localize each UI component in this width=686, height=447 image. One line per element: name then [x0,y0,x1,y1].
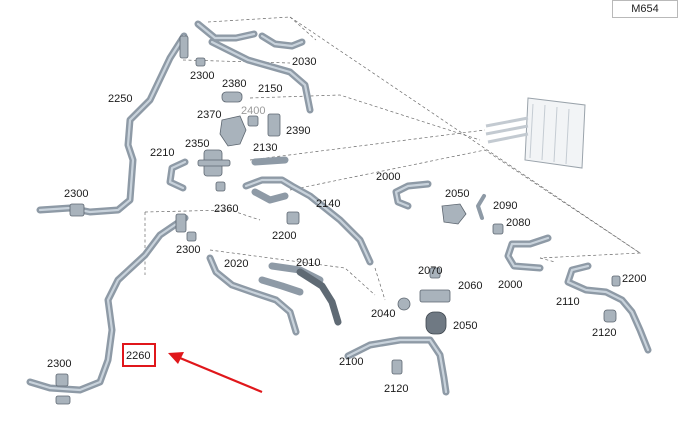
highlight-arrow-head [168,352,184,364]
hose-2020 [206,254,300,336]
part-label: 2020 [224,258,248,270]
part-label: 2140 [316,198,340,210]
guide-lines [144,16,642,301]
part-label: 2050 [445,188,469,200]
hose-2000-lower [504,234,552,272]
highlight-box [122,343,156,367]
hose-2130-2140 [242,156,374,266]
part-label: 2110 [556,296,580,308]
hose-2210 [166,158,189,192]
part-label: 2300 [176,244,200,256]
part-label: 2000 [498,279,522,291]
part-label: 2010 [296,257,320,269]
hose-2100 [344,336,450,396]
part-label: 2130 [253,142,277,154]
part-label: 2080 [506,217,530,229]
part-label: 2250 [108,93,132,105]
fittings [55,35,621,405]
diagram-code: M654 [631,3,659,15]
radiator-component [485,97,586,169]
highlighted-part-label: 2260 [126,350,150,362]
part-label: 2000 [376,171,400,183]
part-label: 2400 [241,105,265,117]
part-label: 2050 [453,320,477,332]
part-label: 2360 [214,203,238,215]
hose-2110 [564,262,652,354]
diagram-code-box: M654 [612,0,678,18]
part-label: 2200 [272,230,296,242]
part-label: 2350 [185,138,209,150]
hose-2030 [194,20,314,114]
hose-2010 [258,262,342,326]
part-label: 2040 [371,308,395,320]
part-label: 2150 [258,83,282,95]
hose-2000-upper [392,180,432,210]
hose-2260 [26,214,189,394]
hose-2090 [476,194,486,220]
part-label: 2300 [190,70,214,82]
part-labels: 2030 2300 2380 2150 2250 2400 2370 2390 … [47,56,646,395]
part-label: 2030 [292,56,316,68]
part-label: 2090 [493,200,517,212]
part-label: 2210 [150,147,174,159]
highlight-callout: 2260 [122,343,263,394]
part-label: 2070 [418,265,442,277]
hose-2250 [36,32,188,216]
part-label: 2120 [592,327,616,339]
part-label: 2300 [64,188,88,200]
part-label: 2370 [197,109,221,121]
highlight-arrow-line [179,356,263,394]
part-label: 2200 [622,273,646,285]
part-label: 2100 [339,356,363,368]
part-label: 2300 [47,358,71,370]
part-label: 2120 [384,383,408,395]
part-label: 2390 [286,125,310,137]
part-label: 2060 [458,280,482,292]
part-label: 2380 [222,78,246,90]
